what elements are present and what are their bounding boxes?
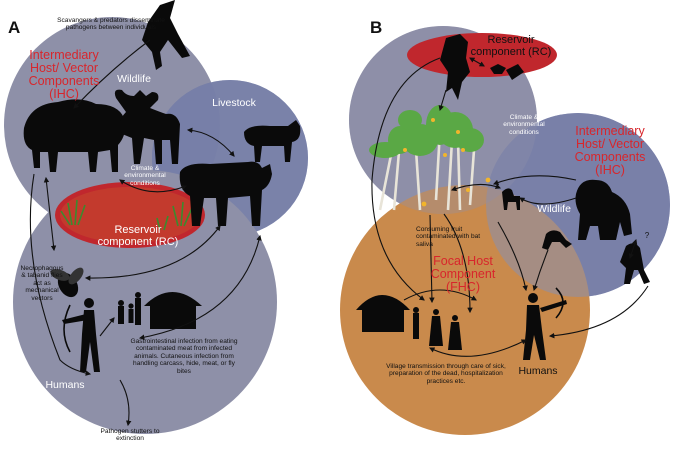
chimpanzee-icon [542, 230, 650, 284]
panel-b-arrows [371, 57, 649, 357]
fhc-label: Focal Host Component (FHC) [430, 254, 496, 295]
eagle-icon [142, 0, 190, 70]
antelope-icon [502, 188, 520, 210]
ihc-label-a: Intermediary Host/ Vector Components (IH… [28, 48, 100, 102]
wildlife-label-a: Wildlife [117, 73, 151, 85]
reservoir-label-a: Reservoir component (RC) [97, 224, 179, 248]
climate-label-a: Climate & environmental conditions [124, 165, 166, 187]
panel-label-a: A [8, 18, 21, 37]
village-note: Village transmission through care of sic… [386, 363, 506, 385]
wildlife-label-b: Wildlife [537, 203, 571, 215]
grass-icon [60, 199, 193, 231]
cow-icon [244, 120, 301, 162]
moose-icon [114, 89, 180, 164]
bat-icon [440, 34, 524, 100]
scavengers-note: Scavangers & predators disseminate patho… [57, 17, 165, 32]
gorilla-icon [575, 179, 632, 240]
humans-label-b: Humans [518, 365, 558, 377]
stutters-note: Pathogen stutters to extinction [100, 428, 160, 443]
tree-icon [369, 105, 491, 211]
flies-note: Necrophagous & tabanid flies act as mech… [20, 265, 64, 302]
panel-label-b: B [370, 18, 383, 37]
fruit-note: Consuming fruit contaminated with bat sa… [416, 226, 481, 248]
climate-label-b: Climate & environmental conditions [503, 114, 545, 136]
hut-icon [356, 295, 410, 332]
question-mark: ? [644, 231, 650, 240]
hunter-icon [523, 287, 567, 360]
livestock-label: Livestock [212, 97, 256, 109]
reservoir-label-b: Reservoir component (RC) [470, 34, 552, 58]
fly-icon [50, 267, 84, 298]
humans-label-a: Humans [45, 379, 85, 391]
panel-a-arrows [29, 39, 262, 427]
bison-icon [23, 99, 126, 172]
ihc-label-b: Intermediary Host/ Vector Components (IH… [574, 124, 646, 178]
transmission-note: Gastrointestinal infection from eating c… [130, 338, 238, 375]
bull-icon [179, 161, 272, 226]
hunter-icon [62, 298, 100, 372]
